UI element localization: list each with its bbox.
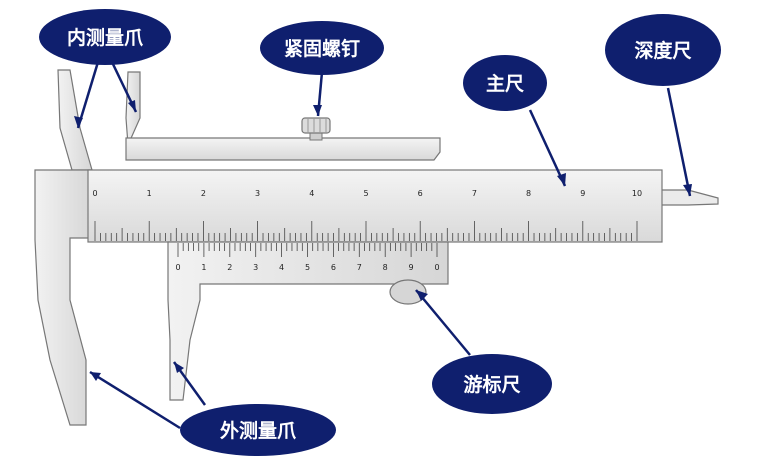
main-scale-number: 9 bbox=[580, 189, 585, 198]
main-scale-number: 1 bbox=[147, 189, 152, 198]
vernier-slider bbox=[167, 241, 449, 401]
label-vernier: 游标尺 bbox=[432, 354, 552, 414]
lock-screw-head bbox=[301, 117, 331, 134]
label-main-scale: 主尺 bbox=[463, 55, 547, 111]
vernier-scale-number: 4 bbox=[279, 263, 284, 272]
vernier-scale-number: 2 bbox=[227, 263, 232, 272]
main-body-fixed-jaw bbox=[34, 169, 93, 426]
label-inner-jaw-text: 内测量爪 bbox=[67, 26, 144, 49]
vernier-scale-number: 0 bbox=[175, 263, 180, 272]
vernier-scale-number: 7 bbox=[357, 263, 362, 272]
label-vernier-text: 游标尺 bbox=[463, 373, 520, 396]
main-scale-number: 3 bbox=[255, 189, 260, 198]
label-depth-rod-text: 深度尺 bbox=[634, 39, 691, 62]
main-scale-ticks bbox=[94, 221, 638, 241]
vernier-scale-number: 6 bbox=[331, 263, 336, 272]
label-inner-jaw: 内测量爪 bbox=[39, 9, 171, 65]
vernier-scale-number: 0 bbox=[434, 263, 439, 272]
pointer-main-scale bbox=[528, 109, 567, 187]
inner-jaw-fixed bbox=[57, 69, 93, 171]
label-main-scale-text: 主尺 bbox=[486, 73, 524, 95]
main-scale-number: 7 bbox=[472, 189, 477, 198]
slider-top-rail bbox=[125, 137, 441, 161]
pointer-outer-jaw-left bbox=[89, 370, 181, 430]
pointer-inner-jaw-left bbox=[76, 61, 100, 129]
vernier-scale-numbers: 0 1 2 3 4 5 6 7 8 9 0 bbox=[175, 263, 439, 272]
vernier-scale-ticks bbox=[177, 243, 438, 257]
main-scale-number: 4 bbox=[309, 189, 314, 198]
label-depth-rod: 深度尺 bbox=[605, 14, 721, 86]
main-scale-number: 6 bbox=[418, 189, 423, 198]
main-scale-number: 8 bbox=[526, 189, 531, 198]
main-scale-number: 0 bbox=[92, 189, 97, 198]
label-lock-screw: 紧固螺钉 bbox=[260, 21, 384, 75]
vernier-scale-number: 3 bbox=[253, 263, 258, 272]
main-scale-number: 5 bbox=[363, 189, 368, 198]
label-lock-screw-text: 紧固螺钉 bbox=[284, 37, 360, 60]
main-scale-beam bbox=[87, 169, 663, 243]
main-scale-number: 2 bbox=[201, 189, 206, 198]
main-scale-number: 10 bbox=[632, 189, 642, 198]
pointer-vernier bbox=[415, 289, 471, 356]
vernier-scale-number: 9 bbox=[409, 263, 414, 272]
thumb-knob bbox=[389, 279, 427, 305]
label-outer-jaw: 外测量爪 bbox=[180, 404, 336, 456]
main-scale-numbers: 0 1 2 3 4 5 6 7 8 9 10 bbox=[92, 189, 642, 198]
vernier-scale-number: 8 bbox=[383, 263, 388, 272]
pointer-depth-rod bbox=[666, 87, 692, 197]
label-outer-jaw-text: 外测量爪 bbox=[220, 419, 297, 442]
vernier-scale-number: 1 bbox=[201, 263, 206, 272]
vernier-scale-number: 5 bbox=[305, 263, 310, 272]
